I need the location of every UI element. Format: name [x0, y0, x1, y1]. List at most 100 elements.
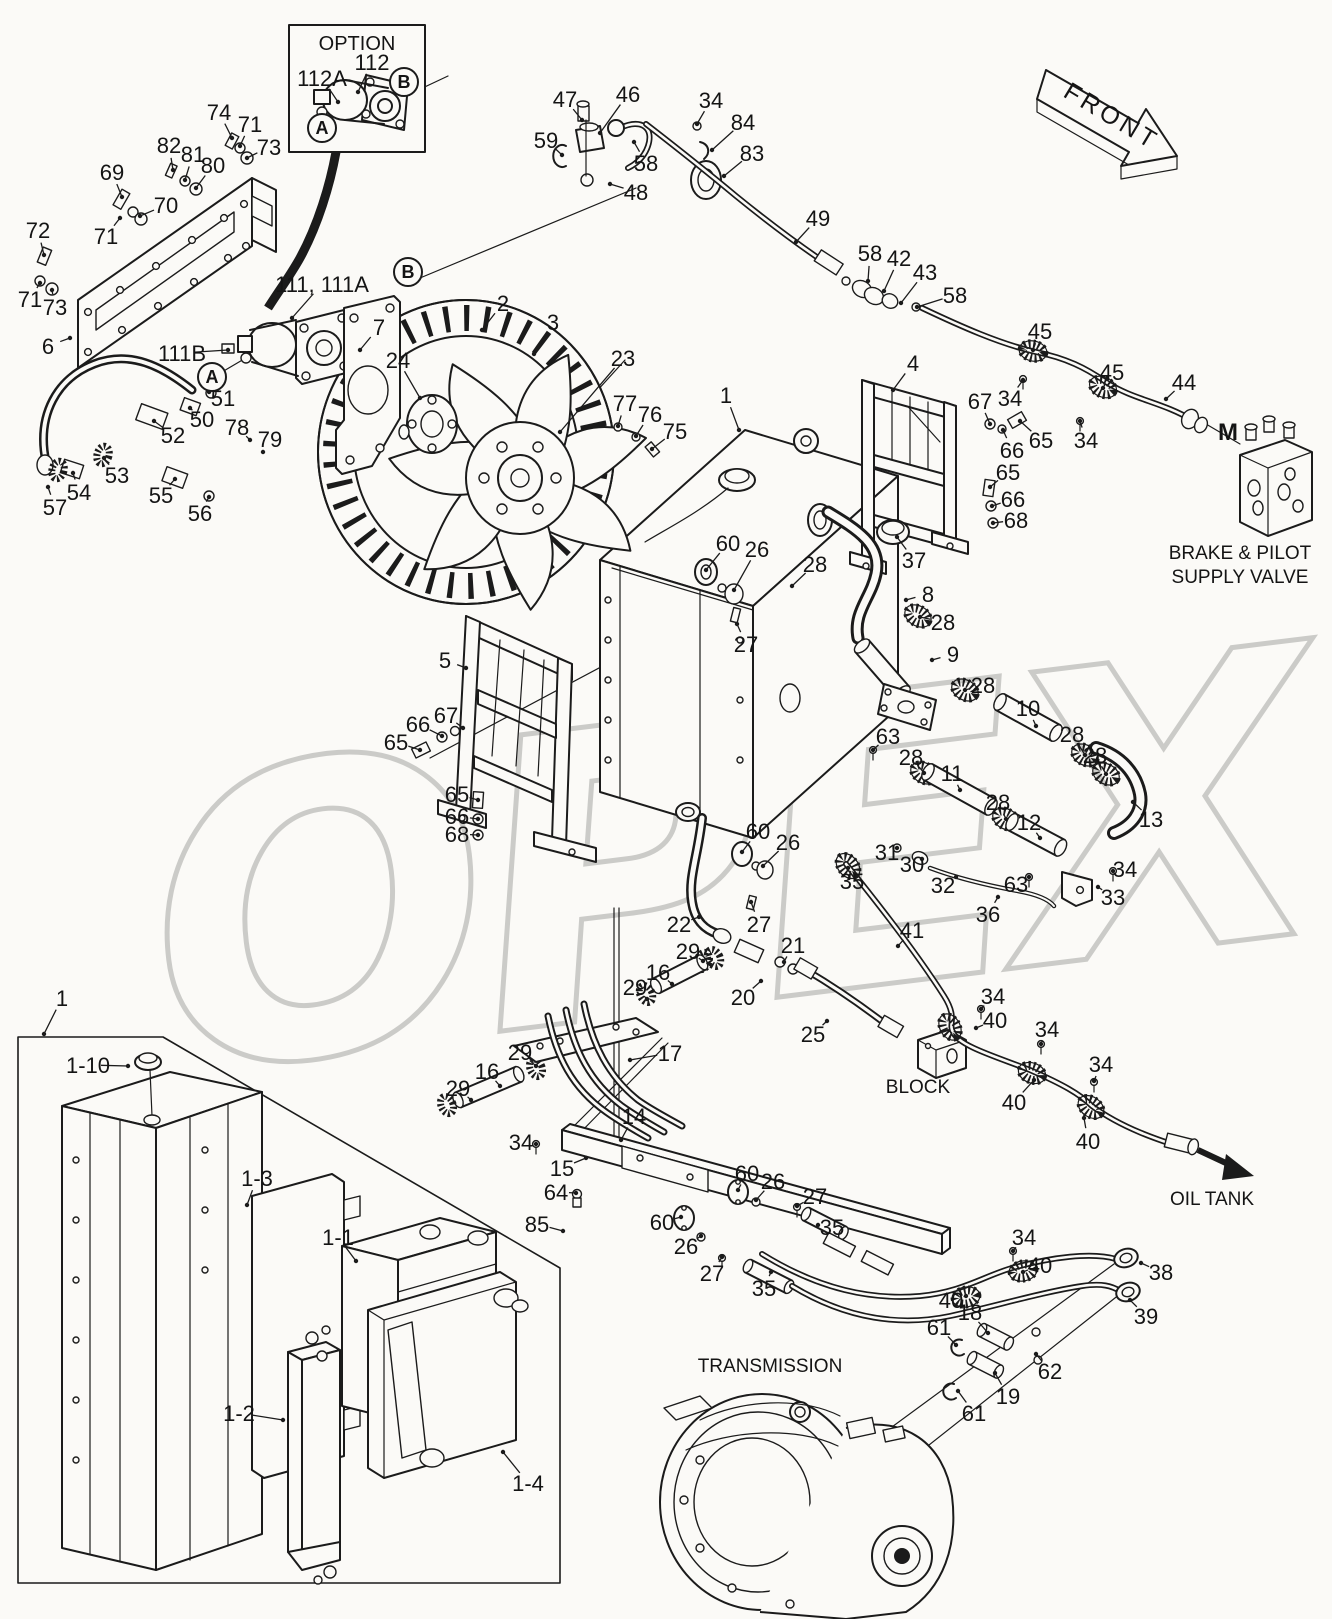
part-label: 28: [1060, 722, 1084, 747]
part-label: 85: [525, 1212, 549, 1237]
leader-dot: [479, 327, 485, 333]
part-label: 111B: [158, 341, 206, 366]
part-label: 112: [354, 50, 389, 75]
leader-line: [345, 1247, 357, 1262]
part-label: 1-4: [512, 1471, 544, 1496]
leader-line: [896, 536, 907, 550]
leader-dot: [793, 239, 799, 245]
leader-dot: [206, 389, 212, 395]
leader-dot: [890, 387, 896, 393]
leader-dot: [990, 520, 996, 526]
part-label: 67: [968, 389, 992, 414]
leader-dot: [1031, 1077, 1037, 1083]
part-label: 65: [384, 730, 408, 755]
leader-dot: [460, 725, 466, 731]
leader-dot: [67, 335, 73, 341]
part-label: 6: [42, 334, 54, 359]
part-label: 1-3: [241, 1166, 273, 1191]
part-label: 28: [1083, 743, 1107, 768]
leader-dot: [1017, 418, 1023, 424]
leader-line: [139, 209, 155, 217]
part-label: 9: [947, 642, 959, 667]
leader-dot: [721, 173, 727, 179]
part-label: 34: [1113, 857, 1137, 882]
stand-frame-5: [410, 615, 597, 863]
leader-dot: [463, 665, 469, 671]
transmission-drawing: TRANSMISSION: [659, 1356, 955, 1619]
part-label: 62: [1038, 1359, 1062, 1384]
leader-dot: [533, 1063, 539, 1069]
leader-line: [609, 183, 624, 189]
part-label: 76: [638, 402, 662, 427]
part-label: 28: [971, 673, 995, 698]
leader-dot: [870, 747, 876, 753]
leader-dot: [919, 856, 925, 862]
leader-dot: [644, 996, 650, 1002]
part-label: 71: [18, 287, 42, 312]
part-label: 75: [663, 419, 687, 444]
part-label: 40: [983, 1008, 1007, 1033]
leader-dot: [694, 121, 700, 127]
leader-dot: [187, 405, 193, 411]
leader-dot: [1020, 1269, 1026, 1275]
lower-hose-train: BLOCK: [686, 813, 967, 1098]
part-label: 68: [1004, 508, 1028, 533]
leader-dot: [995, 894, 1001, 900]
disc-24: [398, 394, 458, 454]
part-label: 38: [1149, 1260, 1173, 1285]
part-label: 54: [67, 480, 91, 505]
leader-line: [549, 1226, 564, 1232]
part-label: 36: [976, 902, 1000, 927]
circled-letter: A: [316, 118, 329, 138]
leader-dot: [760, 863, 766, 869]
part-label: 27: [747, 912, 771, 937]
pipes-16: [438, 947, 723, 1155]
part-label: 20: [731, 985, 755, 1010]
part-label: 37: [902, 548, 926, 573]
leader-line: [977, 1321, 989, 1334]
part-label: 45: [1100, 360, 1124, 385]
leader-dot: [1033, 723, 1039, 729]
part-label: 63: [876, 724, 900, 749]
part-label: 58: [858, 241, 882, 266]
part-label: 13: [1139, 807, 1163, 832]
part-label: 60: [746, 819, 770, 844]
leader-dot: [439, 733, 445, 739]
leader-dot: [1033, 1351, 1039, 1357]
leader-line: [184, 166, 190, 181]
leader-dot: [45, 484, 51, 490]
part-label: 65: [996, 460, 1020, 485]
part-label: 79: [258, 427, 282, 452]
part-label: 35: [820, 1215, 844, 1240]
leader-dot: [170, 167, 176, 173]
part-label: 34: [1035, 1017, 1059, 1042]
part-label: 1: [720, 383, 732, 408]
part-label: 66: [406, 712, 430, 737]
leader-dot: [953, 1342, 959, 1348]
leader-dot: [559, 152, 565, 158]
leader-line: [481, 312, 496, 331]
circled-letter: B: [398, 72, 411, 92]
leader-line: [791, 572, 807, 587]
leader-dot: [225, 347, 231, 353]
part-label: 34: [998, 386, 1022, 411]
leader-dot: [963, 1293, 969, 1299]
part-label: 40: [1076, 1129, 1100, 1154]
part-label: 74: [207, 100, 231, 125]
part-label: 34: [1012, 1225, 1036, 1250]
part-label: 84: [731, 110, 755, 135]
leader-dot: [560, 1228, 566, 1234]
leader-dot: [475, 797, 481, 803]
leader-lines-layer: [36, 73, 1175, 1474]
leader-dot: [768, 1269, 774, 1275]
leader-dot: [631, 139, 637, 145]
leader-dot: [1110, 868, 1116, 874]
leader-dot: [895, 943, 901, 949]
part-label: 42: [887, 246, 911, 271]
valve-port-m: M: [1218, 419, 1238, 446]
part-label: 4: [907, 351, 919, 376]
stand-frame-4: [849, 379, 1028, 575]
leader-dot: [1037, 835, 1043, 841]
